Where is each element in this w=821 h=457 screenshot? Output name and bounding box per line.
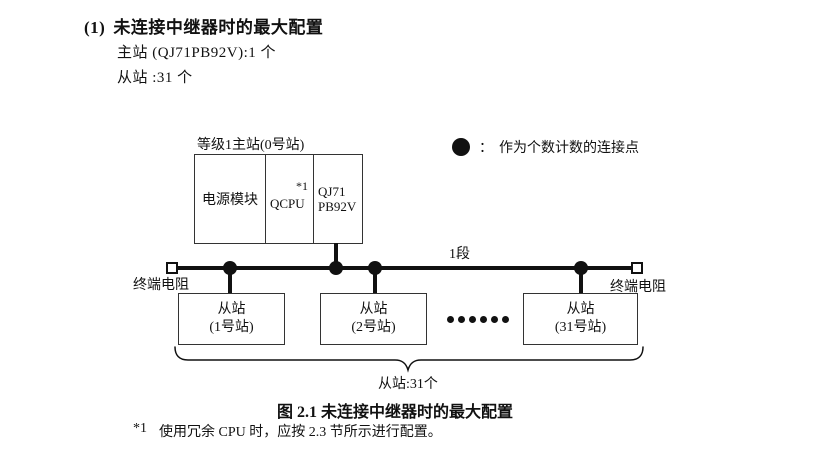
power-module-cell: 电源模块 [202,193,258,208]
master-station-box: 电源模块 *1 QCPU QJ71 PB92V [194,154,363,244]
terminal-resistor-left-label: 终端电阻 [133,278,189,293]
omitted-slaves-ellipsis-icon [447,316,509,323]
legend-text: 作为个数计数的连接点 [499,141,639,156]
slave-station-1-line1: 从站 [217,302,246,317]
qcpu-footnote-marker: *1 [296,179,308,193]
slave-station-2-line2: (2号站) [351,320,396,335]
master-drop-line [334,243,338,268]
qcpu-cell: *1 QCPU [265,155,313,243]
connection-dot-icon [223,261,237,275]
brace-label: 从站:31个 [378,377,438,392]
legend-separator: ： [479,141,493,156]
slave-station-31-line1: 从站 [566,302,595,317]
bus-line [176,266,637,270]
pb92v-cell: QJ71 PB92V [313,155,362,243]
slaves-count-brace [174,346,644,373]
section-title: 未连接中继器时的最大配置 [113,18,324,37]
legend: ： 作为个数计数的连接点 [452,137,639,157]
connection-point-dot-icon [452,138,470,156]
slave31-drop-line [579,268,583,294]
footnote-text: 使用冗余 CPU 时，应按 2.3 节所示进行配置。 [159,425,442,440]
footnote: *1 使用冗余 CPU 时，应按 2.3 节所示进行配置。 [133,421,442,441]
slave-station-31-line2: (31号站) [554,320,607,335]
slave-station-2-line1: 从站 [359,302,388,317]
connection-dot-icon [368,261,382,275]
master-station-label: 等级1主站(0号站) [197,138,305,153]
section-heading: (1) 未连接中继器时的最大配置 [84,13,323,38]
slave2-drop-line [373,268,377,294]
slave-count-line: 从站 :31 个 [117,70,193,86]
slave-station-2-box: 从站 (2号站) [320,293,427,345]
slave-station-31-box: 从站 (31号站) [523,293,638,345]
figure-caption: 图 2.1 未连接中继器时的最大配置 [277,404,514,421]
slave1-drop-line [228,268,232,294]
slave-station-1-line2: (1号站) [209,320,254,335]
master-count-line: 主站 (QJ71PB92V):1 个 [117,45,277,61]
connection-dot-icon [329,261,343,275]
terminal-resistor-right-label: 终端电阻 [610,280,666,295]
slave-station-1-box: 从站 (1号站) [178,293,285,345]
segment-label: 1段 [449,247,470,262]
connection-dot-icon [574,261,588,275]
section-number: (1) [84,18,106,37]
terminal-resistor-left-icon [166,262,178,274]
terminal-resistor-right-icon [631,262,643,274]
qcpu-label: QCPU [270,196,305,211]
pb92v-line1: QJ71 [318,183,346,199]
footnote-marker: *1 [133,421,147,436]
pb92v-line2: PB92V [318,198,357,214]
